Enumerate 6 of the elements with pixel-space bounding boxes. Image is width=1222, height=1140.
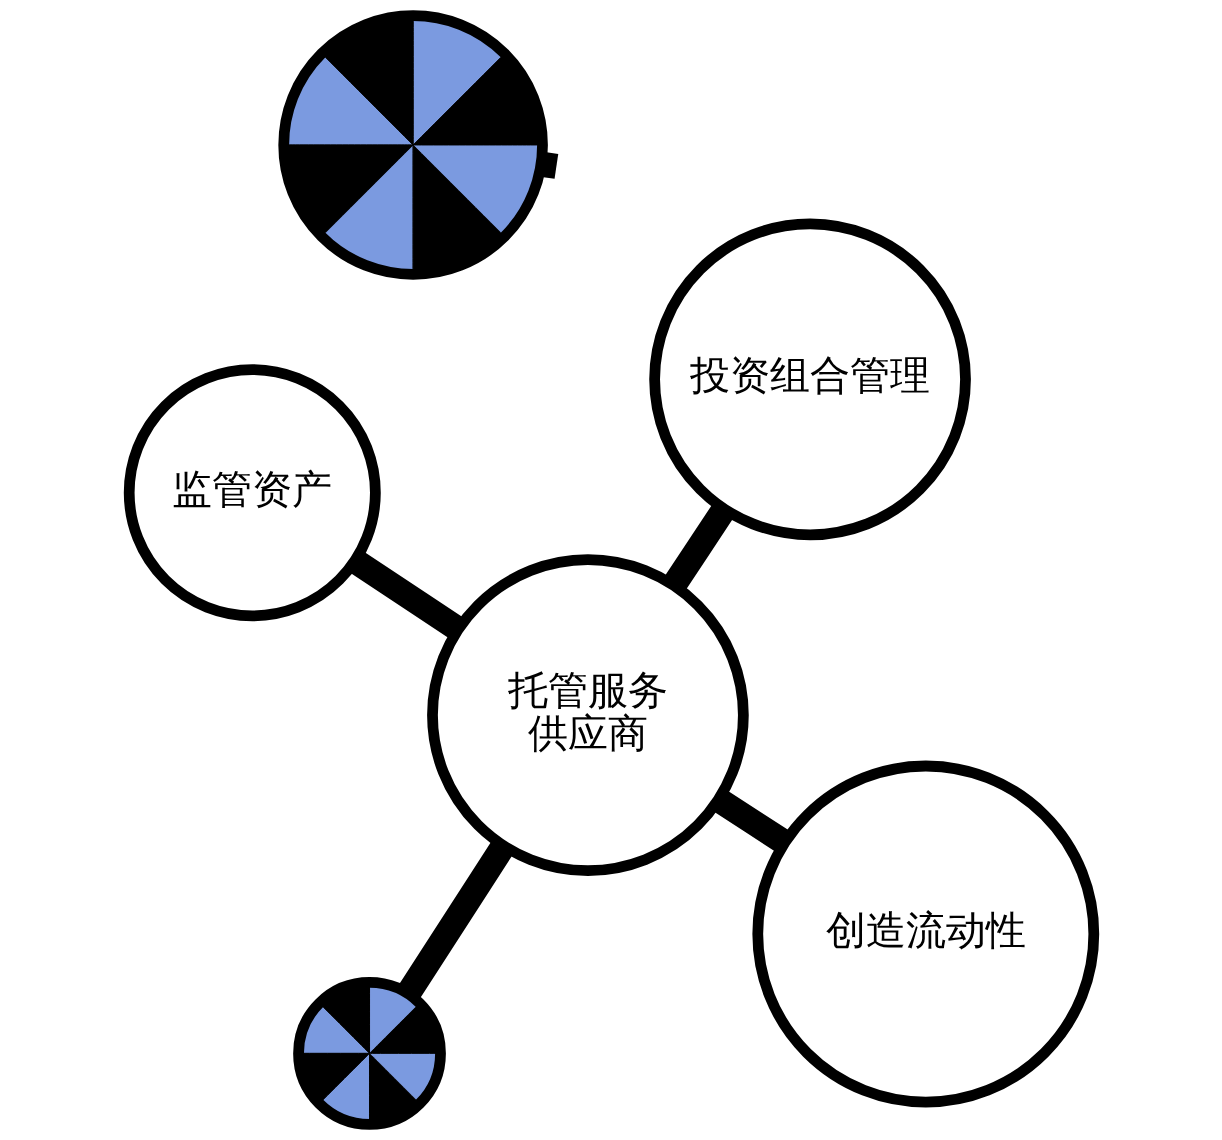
node-circle: 托管服务供应商	[426, 554, 749, 876]
node-circle: 投资组合管理	[648, 218, 971, 541]
node-circle	[277, 10, 548, 280]
node-circle: 监管资产	[123, 364, 381, 622]
node-circle	[292, 977, 446, 1130]
node-circle: 创造流动性	[751, 760, 1099, 1108]
